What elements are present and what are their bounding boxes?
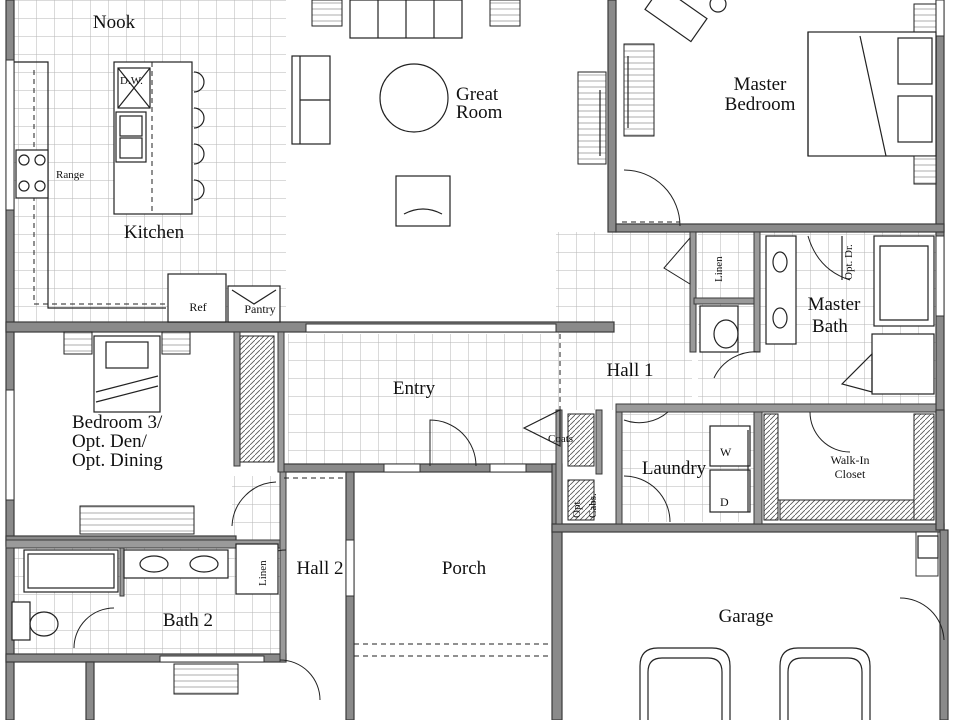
- bath2-fixtures: [11, 543, 279, 695]
- great-room-label-1: Great: [456, 84, 499, 105]
- walkin-label-2: Closet: [835, 467, 866, 481]
- opt-cabs-label-2: Cabs.: [587, 493, 599, 518]
- bedroom3-furniture: [63, 331, 195, 535]
- pantry-label: Pantry: [244, 302, 275, 316]
- hall1-label: Hall 1: [607, 360, 654, 381]
- kitchen-label: Kitchen: [124, 222, 185, 243]
- coats-label: Coats: [548, 433, 573, 445]
- dryer-label: D: [720, 495, 729, 509]
- room-labels: Nook Kitchen Great Room Master Bedroom M…: [72, 12, 870, 631]
- hall2-label: Hall 2: [297, 558, 344, 579]
- garage-label: Garage: [719, 606, 774, 627]
- master-bedroom-label-2: Bedroom: [725, 94, 796, 115]
- great-room-label-2: Room: [456, 102, 503, 123]
- kitchen-fixtures: [14, 61, 281, 323]
- master-bath-fixtures: [663, 235, 935, 395]
- master-bath-label-2: Bath: [812, 316, 848, 337]
- porch-garage: [354, 535, 939, 720]
- windows: [5, 0, 945, 663]
- bedroom3-label-2: Opt. Den/: [72, 431, 148, 452]
- nook-label: Nook: [93, 12, 136, 33]
- opt-cabs-label-1: Opt.: [571, 499, 583, 519]
- entry-label: Entry: [393, 378, 436, 399]
- master-bath-label-1: Master: [808, 294, 861, 315]
- linen-master-label: Linen: [713, 256, 725, 282]
- walkin-label-1: Walk-In: [830, 453, 869, 467]
- fixture-labels: Range D.W. Ref Pantry Linen Linen Opt. D…: [56, 75, 855, 586]
- opt-dr-label: Opt. Dr.: [843, 244, 855, 280]
- dw-label: D.W.: [120, 75, 143, 87]
- closet-laundry: [522, 169, 935, 523]
- master-bedroom-furniture: [623, 0, 937, 185]
- washer-label: W: [720, 445, 732, 459]
- great-room-furniture: [291, 0, 607, 227]
- bath2-label: Bath 2: [163, 610, 213, 631]
- laundry-label: Laundry: [642, 458, 707, 479]
- bedroom3-label-3: Opt. Dining: [72, 450, 163, 471]
- doors: [73, 221, 945, 701]
- porch-label: Porch: [442, 558, 487, 579]
- linen-hall-label: Linen: [257, 560, 269, 586]
- range-label: Range: [56, 169, 84, 181]
- master-bedroom-label-1: Master: [734, 74, 787, 95]
- bedroom3-label-1: Bedroom 3/: [72, 412, 163, 433]
- ref-label: Ref: [189, 300, 206, 314]
